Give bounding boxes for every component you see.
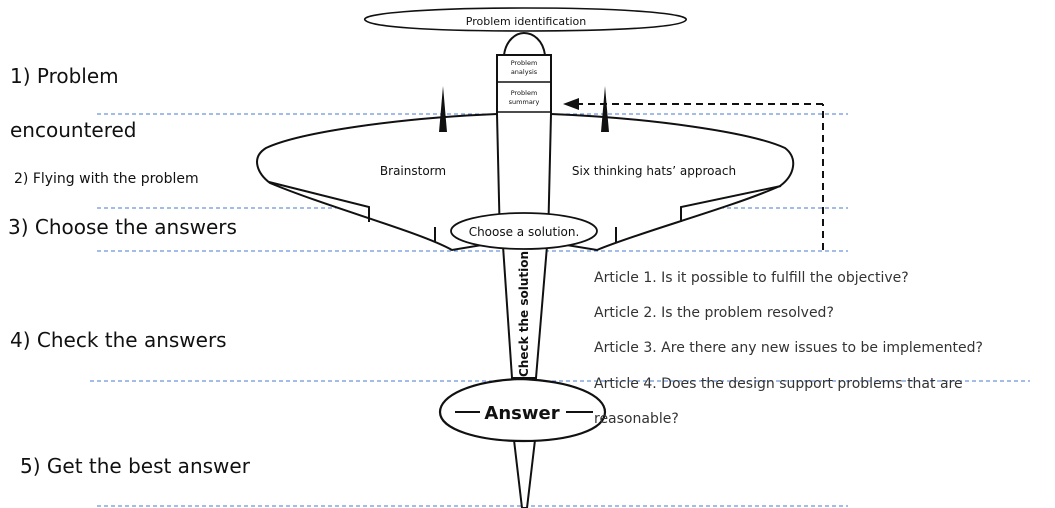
article-2: Article 2. Is the problem resolved? [594, 305, 834, 321]
tail-label: Check the solution [517, 251, 531, 377]
article-3: Article 3. Are there any new issues to b… [594, 340, 983, 356]
answer-stabilizer [438, 377, 607, 443]
step-1-line-1: 1) Problem [10, 64, 119, 88]
propeller-label: Problem identification [466, 15, 586, 28]
propeller-shape [364, 7, 687, 32]
nose-top-label-1: Problem [511, 59, 538, 67]
feedback-arrow-head [563, 98, 579, 110]
article-4-continued: reasonable? [594, 411, 679, 427]
nose-dome [502, 31, 547, 56]
step-4: 4) Check the answers [10, 328, 227, 352]
feedback-arrow [578, 103, 824, 250]
answer-label: Answer [484, 403, 559, 424]
nose-top-label-2: analysis [511, 68, 538, 76]
right-engine-spike [601, 86, 609, 132]
article-1: Article 1. Is it possible to fulfill the… [594, 270, 909, 286]
step-5: 5) Get the best answer [20, 454, 250, 478]
right-wing-label: Six thinking hats’ approach [572, 164, 736, 178]
left-engine-spike [439, 86, 447, 132]
choose-solution-ellipse [450, 212, 598, 250]
step-2: 2) Flying with the problem [14, 171, 199, 187]
step-3: 3) Choose the answers [8, 215, 237, 239]
center-label: Choose a solution. [469, 225, 580, 239]
nose-bottom-label-2: summary [509, 98, 540, 106]
tail-fin [512, 439, 537, 508]
nose-bottom-label-1: Problem [511, 89, 538, 97]
step-1-line-2: encountered [10, 118, 137, 142]
article-4: Article 4. Does the design support probl… [594, 376, 963, 392]
wing-details [268, 181, 782, 242]
left-wing-label: Brainstorm [380, 164, 446, 178]
